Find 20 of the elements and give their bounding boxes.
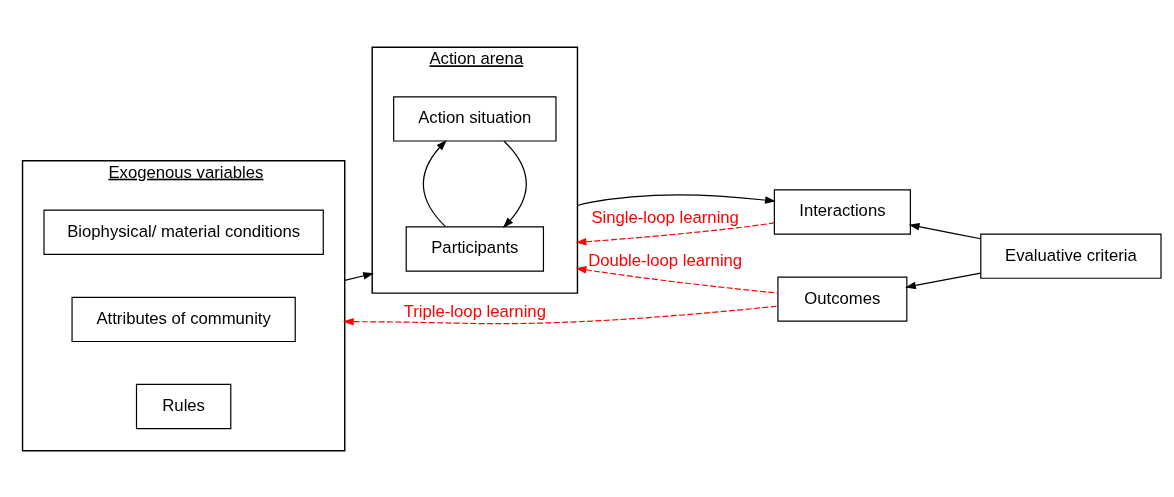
arrow [502, 140, 527, 228]
arrow [905, 272, 982, 289]
arrow [908, 222, 982, 239]
node-box: Outcomes [777, 275, 908, 322]
node-box: Biophysical/ material conditions [43, 209, 324, 255]
node-box: Rules [135, 383, 232, 429]
node-box: Attributes of community [71, 296, 296, 342]
edge-label: Double-loop learning [588, 250, 743, 270]
arrow [344, 271, 374, 281]
node-box: Evaluative criteria [980, 233, 1162, 279]
edge-label: Triple-loop learning [403, 301, 546, 321]
arrow [422, 139, 447, 227]
arrow [575, 265, 779, 294]
node-box: Action situation [393, 95, 557, 142]
arrow [342, 305, 779, 325]
arrow [575, 221, 775, 245]
node-box: Interactions [773, 188, 911, 235]
node-box: Participants [405, 225, 545, 272]
arrow [576, 193, 776, 206]
edge-label: Single-loop learning [591, 207, 739, 227]
